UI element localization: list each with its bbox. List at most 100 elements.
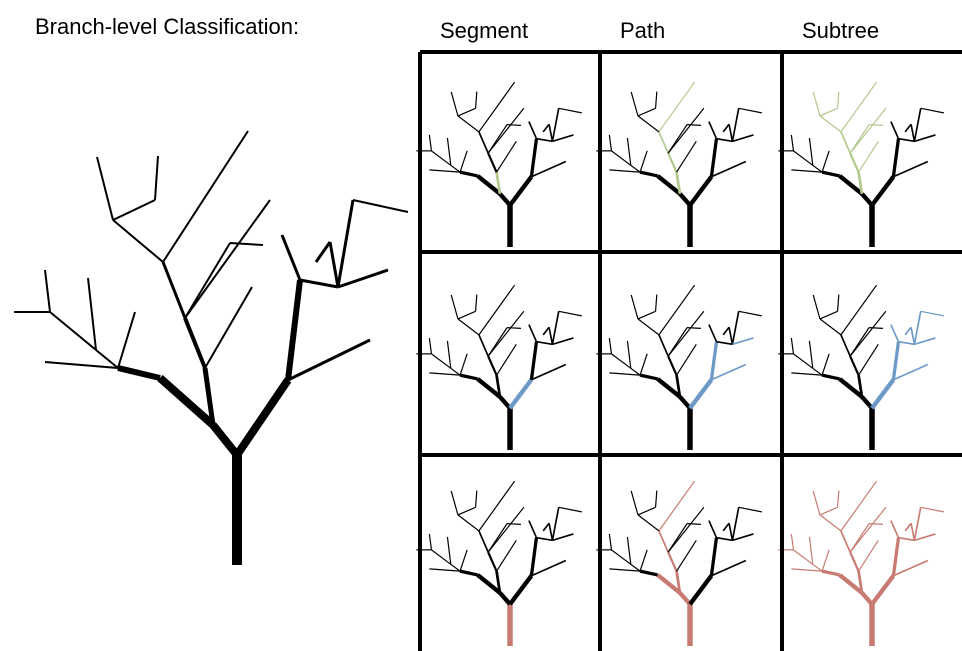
mini-branch (446, 536, 452, 565)
mini-branch (870, 175, 896, 207)
mini-branch (819, 514, 842, 532)
mini-branch (708, 520, 718, 539)
mini-branch (429, 169, 461, 173)
mini-branch (840, 131, 851, 154)
mini-branch (431, 150, 452, 166)
mini-branch (658, 131, 669, 154)
branch-segment (162, 130, 249, 263)
branch-segment (184, 242, 231, 319)
mini-tree (778, 81, 944, 247)
mini-branch (630, 91, 639, 117)
mini-branch (476, 377, 502, 399)
mini-branch (914, 134, 936, 143)
mini-branch (812, 490, 821, 516)
mini-branch (920, 506, 944, 513)
branch-segment (204, 286, 253, 369)
mini-branch (476, 573, 502, 595)
mini-branch (478, 480, 516, 532)
mini-branch (658, 530, 669, 553)
mini-branch (819, 115, 842, 133)
mini-branch (495, 374, 502, 398)
branch-segment (161, 261, 187, 319)
mini-branch (639, 373, 659, 381)
mini-branch (821, 170, 841, 178)
mini-branch (819, 318, 842, 336)
mini-branch (716, 536, 733, 542)
mini-branch (716, 340, 733, 346)
mini-branch (910, 523, 916, 541)
mini-branch (667, 523, 688, 553)
mini-branch (639, 549, 648, 572)
mini-branch (667, 107, 705, 154)
mini-branch (548, 124, 554, 142)
mini-branch (920, 310, 944, 317)
mini-branch (552, 337, 574, 346)
mini-branch (536, 137, 553, 143)
mini-tree (596, 81, 762, 247)
mini-branch (914, 533, 936, 542)
mini-branch (910, 327, 916, 345)
mini-branch (656, 174, 682, 196)
mini-branch (722, 123, 730, 133)
branch-segment (183, 317, 207, 369)
mini-branch (630, 490, 639, 516)
mini-branch (849, 523, 870, 553)
branch-segment (87, 277, 97, 351)
mini-branch (507, 124, 521, 126)
mini-branch (793, 150, 814, 166)
mini-branch (790, 337, 795, 354)
mini-branch (667, 152, 678, 173)
mini-branch (637, 318, 660, 336)
mini-branch (429, 372, 461, 376)
mini-branch (639, 170, 659, 178)
mini-branch (790, 533, 795, 550)
mini-branch (904, 522, 912, 532)
mini-branch (609, 169, 641, 173)
mini-branch (551, 507, 560, 541)
mini-branch (478, 530, 489, 553)
mini-branch (731, 311, 740, 345)
branch-segment (299, 278, 339, 289)
mini-branch (450, 91, 459, 117)
mini-branch (608, 533, 613, 550)
mini-branch (457, 107, 476, 117)
mini-branch (821, 549, 830, 572)
mini-branch (732, 533, 754, 542)
mini-branch (676, 540, 697, 572)
branch-segment (44, 269, 51, 313)
mini-branch (630, 367, 641, 376)
mini-branch (637, 514, 660, 532)
mini-branch (495, 171, 502, 195)
mini-branch (849, 506, 887, 553)
mini-branch (611, 150, 632, 166)
mini-branch (819, 107, 838, 117)
column-header-subtree: Subtree (802, 18, 880, 43)
branch-segment (328, 241, 340, 288)
mini-branch (722, 326, 730, 336)
mini-branch (630, 164, 641, 173)
mini-branch (819, 310, 838, 320)
mini-branch (869, 124, 883, 126)
mini-branch (552, 134, 574, 143)
mini-branch (529, 138, 539, 177)
mini-branch (529, 537, 539, 576)
mini-branch (459, 150, 468, 173)
mini-branch (840, 530, 851, 553)
branch-segment (233, 377, 292, 458)
mini-tree (416, 81, 582, 247)
mini-branch (654, 91, 658, 109)
mini-branch (558, 107, 582, 114)
big-tree (14, 130, 409, 565)
mini-tree (778, 480, 944, 646)
mini-branch (478, 284, 516, 336)
mini-branch (667, 327, 688, 357)
mini-branch (496, 344, 517, 376)
mini-branch (487, 355, 498, 376)
mini-branch (840, 284, 878, 336)
mini-branch (836, 294, 840, 312)
mini-branch (508, 378, 534, 410)
mini-branch (716, 137, 733, 143)
mini-branch (531, 363, 567, 381)
mini-branch (869, 523, 883, 525)
